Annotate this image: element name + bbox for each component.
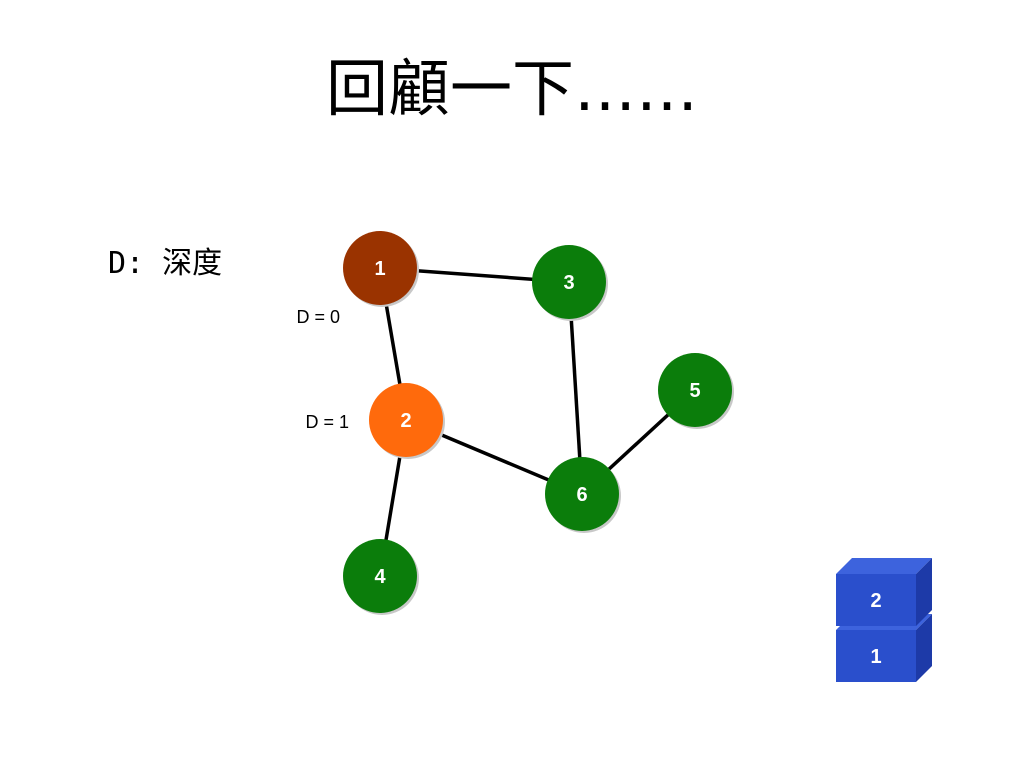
node-circle (658, 353, 732, 427)
stack-item-front (836, 630, 916, 682)
depth-labels: D = 0 D = 1 (296, 307, 349, 432)
node-label: 3 (563, 272, 574, 294)
stack-diagram: 12 (836, 558, 932, 682)
node-5: 5 (658, 353, 734, 429)
node-label: 2 (400, 410, 411, 432)
stack-item-label: 1 (870, 646, 881, 668)
depth-label-1: D = 0 (296, 307, 340, 327)
node-circle (532, 245, 606, 319)
depth-label-2: D = 1 (305, 412, 349, 432)
stack-item-side (916, 558, 932, 626)
node-label: 4 (374, 566, 386, 588)
node-6: 6 (545, 457, 621, 533)
stack-item-2: 2 (836, 558, 932, 626)
node-1: 1 (343, 231, 419, 307)
node-4: 4 (343, 539, 419, 615)
node-label: 5 (689, 380, 700, 402)
depth-legend: D: 深度 (108, 246, 223, 281)
node-circle (343, 231, 417, 305)
stack-item-label: 2 (870, 590, 881, 612)
node-circle (545, 457, 619, 531)
node-label: 1 (374, 258, 385, 280)
stack-item-front (836, 574, 916, 626)
node-2: 2 (369, 383, 445, 459)
slide-title: 回顧一下…… (325, 52, 698, 125)
node-circle (343, 539, 417, 613)
node-label: 6 (576, 484, 587, 506)
graph-nodes: 1 2 3 4 5 6 (343, 231, 734, 615)
node-circle (369, 383, 443, 457)
stack-item-top (836, 558, 932, 574)
node-3: 3 (532, 245, 608, 321)
stack-item-side (916, 614, 932, 682)
